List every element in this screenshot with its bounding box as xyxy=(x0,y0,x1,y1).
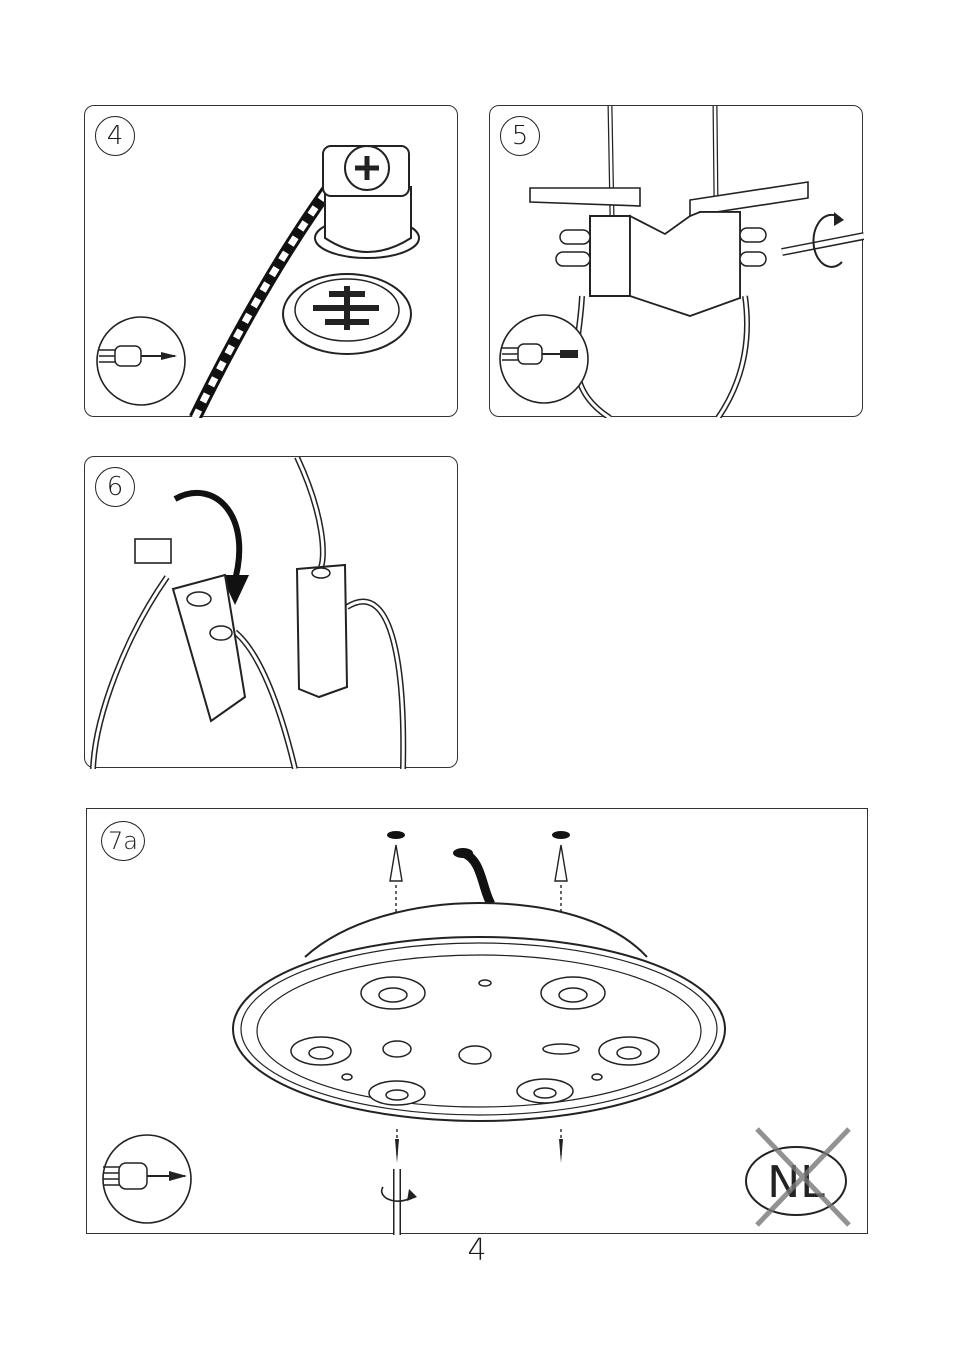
screwdriver-phillips-icon xyxy=(85,106,459,418)
step-7a-panel: 7a xyxy=(86,808,868,1234)
step-5-panel: 5 xyxy=(489,105,863,417)
screwdriver-flat-icon xyxy=(490,106,864,418)
page-number: 4 xyxy=(0,1233,954,1268)
crossed-nl-badge: NL xyxy=(87,809,869,1235)
step-4-panel: 4 xyxy=(84,105,458,417)
step-6-panel: 6 xyxy=(84,456,458,768)
step-6-illustration xyxy=(85,457,459,769)
